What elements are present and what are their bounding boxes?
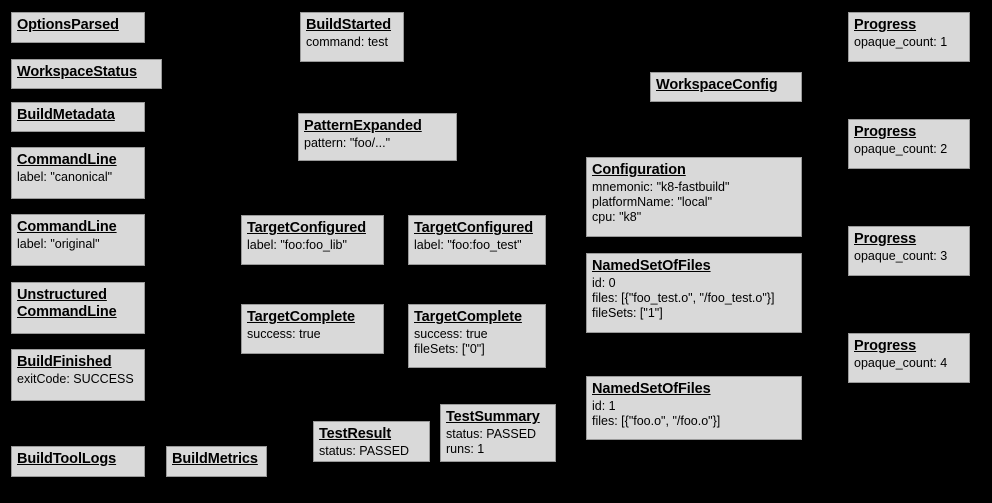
node-field: opaque_count: 2 — [854, 142, 948, 156]
node-fields: opaque_count: 1 — [854, 35, 964, 50]
node-title: BuildFinished — [17, 354, 112, 370]
node-command-line-canonical[interactable]: CommandLine label: "canonical" — [11, 147, 145, 199]
node-field: label: "original" — [17, 237, 100, 251]
node-field: mnemonic: "k8-fastbuild" — [592, 180, 730, 194]
node-field: success: true — [247, 327, 321, 341]
node-field: label: "foo:foo_lib" — [247, 238, 347, 252]
node-field: platformName: "local" — [592, 195, 713, 209]
node-fields: exitCode: SUCCESS — [17, 372, 139, 387]
node-fields: label: "original" — [17, 237, 139, 252]
node-progress-4[interactable]: Progress opaque_count: 4 — [848, 333, 970, 383]
node-configuration[interactable]: Configuration mnemonic: "k8-fastbuild"pla… — [586, 157, 802, 237]
node-build-finished[interactable]: BuildFinished exitCode: SUCCESS — [11, 349, 145, 401]
node-fields: label: "foo:foo_test" — [414, 238, 540, 253]
node-build-tool-logs[interactable]: BuildToolLogs — [11, 446, 145, 477]
node-title: Progress — [854, 124, 917, 140]
node-title: Unstructured CommandLine — [17, 287, 117, 320]
node-title: CommandLine — [17, 219, 117, 235]
node-title: Progress — [854, 17, 917, 33]
node-field: label: "canonical" — [17, 170, 113, 184]
node-field: fileSets: ["1"] — [592, 306, 663, 320]
node-target-configured-foo-lib[interactable]: TargetConfigured label: "foo:foo_lib" — [241, 215, 384, 265]
node-field: success: true — [414, 327, 488, 341]
node-test-result[interactable]: TestResult status: PASSED — [313, 421, 430, 462]
node-field: files: [{"foo_test.o", "/foo_test.o"}] — [592, 291, 775, 305]
node-field: id: 1 — [592, 399, 616, 413]
node-title: BuildStarted — [306, 17, 392, 33]
node-field: files: [{"foo.o", "/foo.o"}] — [592, 414, 721, 428]
node-field: opaque_count: 4 — [854, 356, 948, 370]
node-options-parsed[interactable]: OptionsParsed — [11, 12, 145, 43]
node-field: fileSets: ["0"] — [414, 342, 485, 356]
node-fields: mnemonic: "k8-fastbuild"platformName: "l… — [592, 180, 796, 225]
node-title: NamedSetOfFiles — [592, 258, 711, 274]
node-fields: pattern: "foo/..." — [304, 136, 451, 151]
node-field: cpu: "k8" — [592, 210, 642, 224]
node-field: label: "foo:foo_test" — [414, 238, 522, 252]
node-title: TargetConfigured — [247, 220, 366, 236]
node-title: OptionsParsed — [17, 17, 119, 33]
node-field: opaque_count: 1 — [854, 35, 948, 49]
node-title: WorkspaceConfig — [656, 77, 778, 93]
node-fields: opaque_count: 3 — [854, 249, 964, 264]
node-target-complete-foo-lib[interactable]: TargetComplete success: true — [241, 304, 384, 354]
node-title: TargetComplete — [247, 309, 355, 325]
node-progress-1[interactable]: Progress opaque_count: 1 — [848, 12, 970, 62]
node-title: BuildToolLogs — [17, 451, 117, 467]
node-fields: label: "canonical" — [17, 170, 139, 185]
node-title: CommandLine — [17, 152, 117, 168]
node-field: command: test — [306, 35, 388, 49]
node-fields: command: test — [306, 35, 398, 50]
node-title: BuildMetadata — [17, 107, 115, 123]
node-field: id: 0 — [592, 276, 616, 290]
node-title: TestSummary — [446, 409, 540, 425]
node-progress-3[interactable]: Progress opaque_count: 3 — [848, 226, 970, 276]
node-title: NamedSetOfFiles — [592, 381, 711, 397]
node-pattern-expanded[interactable]: PatternExpanded pattern: "foo/..." — [298, 113, 457, 161]
node-unstructured-command-line[interactable]: Unstructured CommandLine — [11, 282, 145, 334]
node-field: exitCode: SUCCESS — [17, 372, 134, 386]
node-title: TargetComplete — [414, 309, 522, 325]
node-fields: opaque_count: 2 — [854, 142, 964, 157]
node-title: TargetConfigured — [414, 220, 533, 236]
node-field: status: PASSED — [446, 427, 537, 441]
node-field: pattern: "foo/..." — [304, 136, 391, 150]
node-title: Progress — [854, 338, 917, 354]
node-title: Configuration — [592, 162, 686, 178]
node-workspace-status[interactable]: WorkspaceStatus — [11, 59, 162, 89]
node-build-started[interactable]: BuildStarted command: test — [300, 12, 404, 62]
node-title: WorkspaceStatus — [17, 64, 137, 80]
node-build-metrics[interactable]: BuildMetrics — [166, 446, 267, 477]
node-title: Progress — [854, 231, 917, 247]
node-title: PatternExpanded — [304, 118, 422, 134]
node-title: BuildMetrics — [172, 451, 258, 467]
node-target-configured-foo-test[interactable]: TargetConfigured label: "foo:foo_test" — [408, 215, 546, 265]
node-build-metadata[interactable]: BuildMetadata — [11, 102, 145, 132]
node-fields: success: true — [247, 327, 378, 342]
node-field: runs: 1 — [446, 442, 485, 456]
node-title: TestResult — [319, 426, 392, 442]
node-fields: label: "foo:foo_lib" — [247, 238, 378, 253]
node-workspace-config[interactable]: WorkspaceConfig — [650, 72, 802, 102]
node-progress-2[interactable]: Progress opaque_count: 2 — [848, 119, 970, 169]
node-command-line-original[interactable]: CommandLine label: "original" — [11, 214, 145, 266]
node-fields: status: PASSED — [319, 444, 424, 459]
node-fields: opaque_count: 4 — [854, 356, 964, 371]
node-field: opaque_count: 3 — [854, 249, 948, 263]
node-field: status: PASSED — [319, 444, 410, 458]
